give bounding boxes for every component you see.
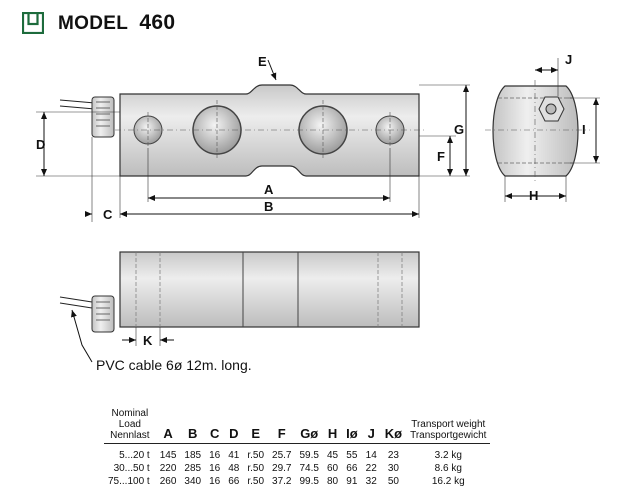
- table-cell: 41: [228, 450, 240, 461]
- table-cell: 285: [184, 463, 202, 474]
- table-cell: 55: [346, 450, 358, 461]
- header-e: E: [243, 408, 269, 444]
- table-cell: 37.2: [272, 476, 292, 487]
- dim-label-d: D: [36, 137, 45, 152]
- header-a: A: [155, 408, 181, 444]
- table-cell: r.50: [247, 476, 265, 487]
- table-cell: 185: [184, 450, 202, 461]
- table-row: 5...20 t 145 185 16 41 r.50 25.7 59.5 45…: [104, 444, 490, 463]
- table-cell: 74.5: [299, 463, 319, 474]
- table-cell: 16.2 kg: [431, 476, 465, 487]
- model-logo-icon: [21, 11, 45, 35]
- table-cell: 75...100 t: [108, 476, 150, 487]
- bottom-view: [59, 251, 420, 333]
- side-view-body: [492, 85, 579, 177]
- dim-e-leader: [267, 59, 277, 81]
- table-cell: 5...20 t: [119, 450, 150, 461]
- table-cell: 30...50 t: [113, 463, 150, 474]
- page-title: MODEL 460: [58, 11, 175, 35]
- header-h: H: [322, 408, 343, 444]
- table-cell: 8.6 kg: [434, 463, 462, 474]
- dim-label-g: G: [454, 122, 464, 137]
- cable-gland: [91, 96, 115, 138]
- header-nominal-load-text: Nominal Load Nennlast: [110, 408, 150, 441]
- cable-callout: PVC cable 6ø 12m. long.: [96, 357, 252, 373]
- table-cell: 45: [326, 450, 339, 461]
- table-cell: 145: [159, 450, 177, 461]
- spec-table: Nominal Load Nennlast A B C D E F Gø H I…: [104, 408, 491, 488]
- dim-label-j: J: [565, 52, 572, 67]
- table-cell: 3.2 kg: [434, 450, 462, 461]
- table-cell: 66: [346, 463, 358, 474]
- header-k: Kø: [380, 408, 407, 444]
- table-cell: 23: [387, 450, 399, 461]
- table-cell: 99.5: [299, 476, 319, 487]
- dim-label-c: C: [103, 207, 113, 222]
- table-cell: 16: [209, 476, 221, 487]
- technical-drawing: E D F G A B C J I H: [36, 52, 600, 363]
- table-row: 75...100 t 260 340 16 66 r.50 37.2 99.5 …: [104, 475, 490, 488]
- dim-label-e: E: [258, 54, 267, 69]
- cable-line: [59, 99, 96, 104]
- header-d: D: [224, 408, 244, 444]
- table-cell: r.50: [247, 463, 265, 474]
- bottom-view-body: [119, 251, 420, 328]
- header-i: Iø: [342, 408, 362, 444]
- table-cell: 91: [346, 476, 358, 487]
- table-cell: 29.7: [272, 463, 292, 474]
- table-cell: 16: [209, 450, 221, 461]
- table-cell: 48: [228, 463, 240, 474]
- dim-label-f: F: [437, 149, 445, 164]
- table-cell: r.50: [247, 450, 265, 461]
- cable-line: [59, 105, 96, 110]
- table-cell: 16: [209, 463, 221, 474]
- table-header-row: Nominal Load Nennlast A B C D E F Gø H I…: [104, 408, 491, 444]
- dim-label-i: I: [582, 122, 586, 137]
- table-cell: 59.5: [299, 450, 319, 461]
- front-view: [59, 84, 425, 177]
- table-cell: 260: [159, 476, 177, 487]
- table-cell: 50: [387, 476, 399, 487]
- model-number: 460: [139, 11, 176, 34]
- table-cell: 60: [326, 463, 339, 474]
- table-cell: 66: [228, 476, 240, 487]
- table-cell: 25.7: [272, 450, 292, 461]
- side-view: [485, 80, 590, 182]
- cable-callout-leader: [71, 309, 93, 363]
- header-g: Gø: [295, 408, 323, 444]
- dim-label-a: A: [264, 182, 274, 197]
- header-j: J: [361, 408, 381, 444]
- dim-label-b: B: [264, 199, 273, 214]
- table-cell: 14: [365, 450, 377, 461]
- dim-label-k: K: [143, 333, 153, 348]
- header-transport-weight: Transport weight Transportgewicht: [406, 408, 491, 444]
- table-cell: 80: [326, 476, 339, 487]
- dim-label-h: H: [529, 188, 538, 203]
- header-b: B: [180, 408, 206, 444]
- header: MODEL 460: [21, 10, 175, 36]
- table-cell: 340: [184, 476, 202, 487]
- header-transport-weight-text: Transport weight Transportgewicht: [410, 419, 487, 441]
- header-c: C: [205, 408, 225, 444]
- table-cell: 30: [387, 463, 399, 474]
- table-cell: 32: [365, 476, 377, 487]
- table-cell: 22: [365, 463, 377, 474]
- load-cell-body: [119, 84, 420, 177]
- model-label: MODEL: [58, 13, 128, 34]
- table-row: 30...50 t 220 285 16 48 r.50 29.7 74.5 6…: [104, 462, 490, 475]
- table-cell: 220: [159, 463, 177, 474]
- header-f: F: [268, 408, 296, 444]
- header-nominal-load: Nominal Load Nennlast: [104, 408, 156, 444]
